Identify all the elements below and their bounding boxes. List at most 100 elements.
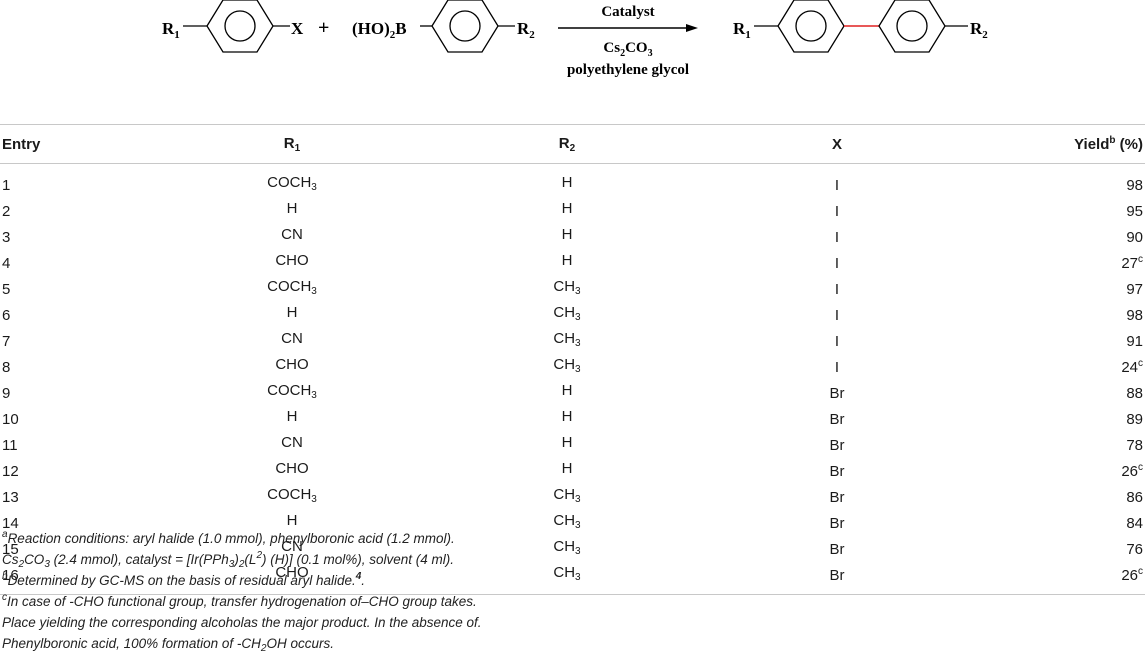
cell-x: Br [829,462,845,480]
cell-x: I [834,332,840,350]
cell-x: I [834,228,840,246]
table-row: 10 H H Br 89 [0,406,1145,432]
cell-r1: CN [281,434,303,451]
reactant1-r1-label: R1 [162,19,180,41]
reactant2-benzene-ring [431,0,499,53]
cell-yield: 27c [1121,253,1143,272]
cell-r1: COCH3 [267,486,317,505]
cell-x: I [834,280,840,298]
footnote-a: aReaction conditions: aryl halide (1.0 m… [2,529,455,547]
cell-yield: 98 [1126,176,1143,194]
header-x: X [742,124,932,164]
footnote-b: bDetermined by GC-MS on the basis of res… [2,571,366,589]
cell-r2: H [561,460,573,477]
cell-r2: CH3 [553,304,581,323]
cell-r1: CHO [275,460,309,477]
cell-yield: 86 [1126,488,1143,506]
cell-r2: CH3 [553,538,581,557]
reactant1-x-label: X [291,19,304,38]
cell-entry: 10 [2,410,19,428]
cell-x: I [834,358,840,376]
header-yield: Yieldb (%) [932,124,1145,164]
cell-yield: 90 [1126,228,1143,246]
header-r1: R1 [192,124,392,164]
cell-x: Br [829,384,845,402]
cell-entry: 5 [2,280,11,298]
footnote-c: cIn case of -CHO functional group, trans… [2,592,477,610]
plus-sign: + [318,17,329,39]
table-header-row: Entry R1 R2 X Yieldb (%) [0,124,1145,164]
header-r2: R2 [392,124,742,164]
cell-x: Br [829,488,845,506]
cell-r2: CH3 [553,330,581,349]
cell-entry: 9 [2,384,11,402]
cell-entry: 14 [2,514,19,532]
arrow-solvent-label: polyethylene glycol [567,62,689,78]
cell-r1: CHO [192,562,392,595]
cell-r2: H [561,226,573,243]
cell-x: Br [829,436,845,454]
footnote-c-line3: Phenylboronic acid, 100% formation of -C… [2,636,334,654]
cell-x: I [834,176,840,194]
cell-r2: H [561,434,573,451]
reactant1-benzene-ring [206,0,274,53]
cell-r2: H [561,200,573,217]
cell-yield: 91 [1126,332,1143,350]
reactant2-aromatic-circle [449,10,481,42]
cell-r1: COCH3 [267,174,317,193]
cell-x: I [834,202,840,220]
cell-yield: 26c [1121,461,1143,480]
reactant2-r2-label: R2 [517,19,535,41]
cell-entry: 6 [2,306,11,324]
product-r1-label: R1 [733,19,751,41]
cell-yield: 98 [1126,306,1143,324]
product-ring-2 [878,0,946,53]
cell-r2: H [561,408,573,425]
footnote-a-continued: Cs2CO3 (2.4 mmol), catalyst = [Ir(PPh3)2… [2,550,455,571]
cell-r1: COCH3 [267,278,317,297]
cell-r1: H [286,304,298,321]
cell-yield: 24c [1121,357,1143,376]
table-footnotes: aReaction conditions: aryl halide (1.0 m… [2,528,482,655]
cell-yield: 95 [1126,202,1143,220]
cell-x: Br [829,410,845,428]
cell-r2: CH3 [392,562,742,595]
cell-r1: H [286,408,298,425]
cell-entry: 13 [2,488,19,506]
cell-yield: 84 [1126,514,1143,532]
cell-entry: 4 [2,254,11,272]
cell-entry: 12 [2,462,19,480]
cell-yield: 88 [1126,384,1143,402]
boronic-acid-label: (HO)2B [352,19,407,41]
cell-yield: 97 [1126,280,1143,298]
cell-yield: 89 [1126,410,1143,428]
product-ring-1 [777,0,845,53]
cell-x: I [834,254,840,272]
cell-r1: CHO [275,252,309,269]
cell-yield: 76 [1126,540,1143,558]
product-ring-1-circle [795,10,827,42]
reaction-scheme: R1 X + (HO)2B R2 Catalyst Cs2CO3 polyeth… [162,0,988,78]
header-entry: Entry [0,124,192,164]
cell-entry: 16 [0,562,192,595]
product-ring-2-circle [896,10,928,42]
cell-r1: CN [281,330,303,347]
cell-entry: 2 [2,202,11,220]
cell-r1: CN [281,226,303,243]
cell-r1: CN [281,538,303,555]
product-r2-label: R2 [970,19,988,41]
cell-entry: 8 [2,358,11,376]
cell-r1: H [286,512,298,529]
